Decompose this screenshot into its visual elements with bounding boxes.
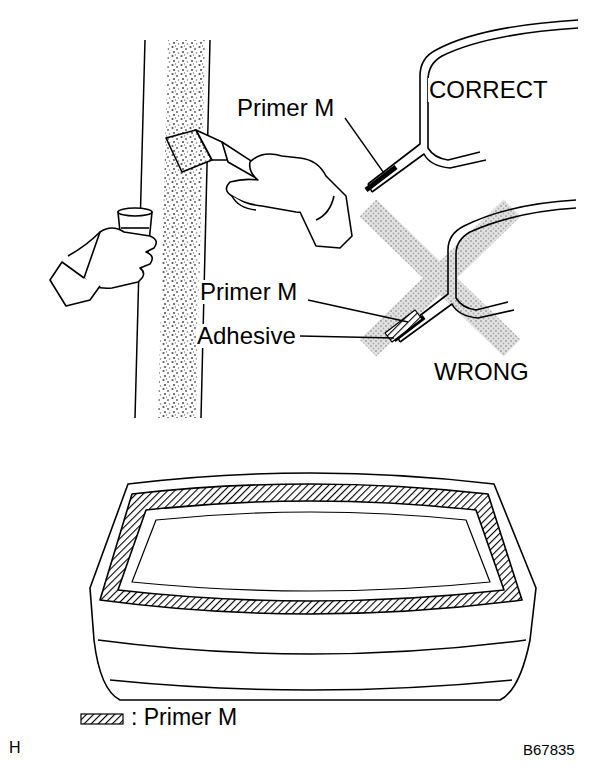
status-label: WRONG: [433, 360, 530, 384]
figure-number: B67835: [522, 742, 576, 757]
cup-hand: [50, 208, 156, 306]
brush-hand: [166, 130, 352, 248]
leader-line: [300, 118, 408, 338]
section-letter: H: [8, 740, 22, 756]
part-label: Primer M: [236, 96, 335, 120]
correct-section: [366, 20, 578, 192]
legend-swatch: [80, 713, 124, 725]
part-label: Adhesive: [196, 324, 297, 348]
part-label: Primer M: [199, 280, 298, 304]
wrong-section: [368, 200, 576, 348]
legend-text: : Primer M: [130, 706, 238, 729]
rear-window: [90, 473, 536, 700]
status-label: CORRECT: [428, 78, 549, 102]
